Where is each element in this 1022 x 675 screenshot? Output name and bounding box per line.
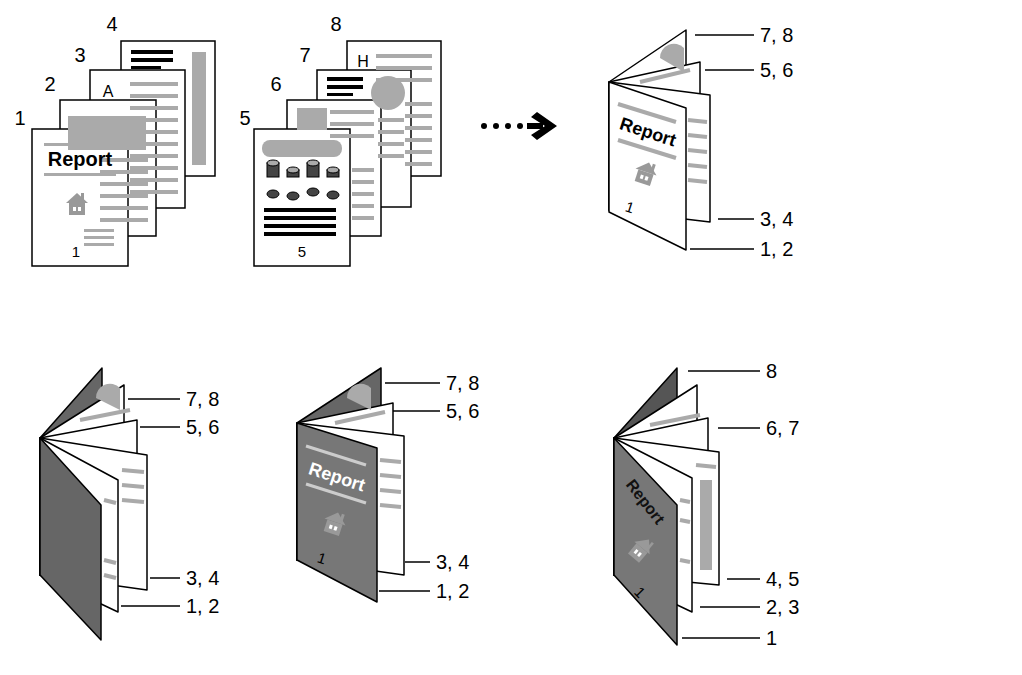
callout-pages: 3, 4 [436, 552, 469, 572]
page-number: 5 [239, 108, 250, 128]
callout-pages: 3, 4 [186, 568, 219, 588]
callout-pages: 5, 6 [760, 60, 793, 80]
page-folio: 5 [298, 244, 306, 259]
page-letter: H [357, 54, 369, 70]
page-number: 4 [106, 14, 117, 34]
page-number: 7 [299, 45, 310, 65]
cover-title: Report [48, 149, 112, 169]
callout-pages: 1, 2 [760, 239, 793, 259]
callout-pages: 2, 3 [766, 597, 799, 617]
callout-pages: 4, 5 [766, 569, 799, 589]
page-number: 1 [14, 108, 25, 128]
callout-pages: 7, 8 [446, 373, 479, 393]
page-number: 3 [74, 45, 85, 65]
callout-pages: 3, 4 [760, 209, 793, 229]
callout-pages: 7, 8 [760, 25, 793, 45]
callout-pages: 5, 6 [446, 401, 479, 421]
page-folio: 1 [72, 244, 80, 259]
callout-pages: 5, 6 [186, 417, 219, 437]
callout-pages: 6, 7 [766, 418, 799, 438]
callout-pages: 1, 2 [436, 581, 469, 601]
page-number: 6 [270, 74, 281, 94]
callout-pages: 1 [766, 628, 777, 648]
callout-pages: 7, 8 [186, 389, 219, 409]
page-letter: A [103, 84, 114, 100]
page-number: 8 [330, 14, 341, 34]
callout-pages: 8 [766, 361, 777, 381]
page-number: 2 [44, 74, 55, 94]
callout-pages: 1, 2 [186, 596, 219, 616]
